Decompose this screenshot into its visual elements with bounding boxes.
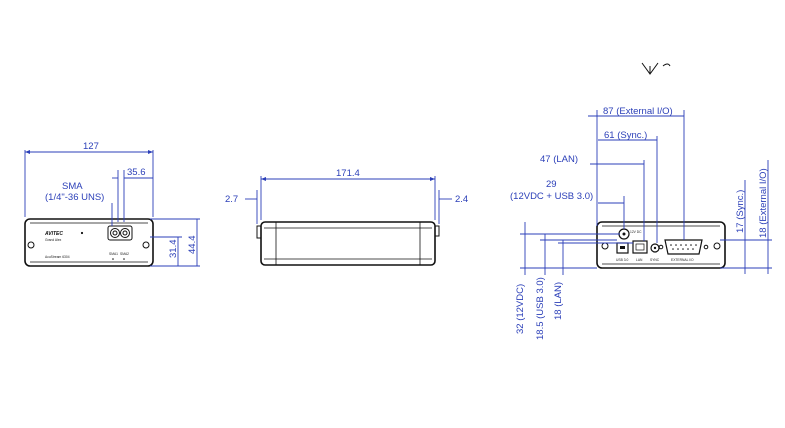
sma-callout: SMA (1/4"-36 UNS): [45, 181, 113, 226]
sma-connector-block: [107, 225, 133, 241]
side-foot-right: [434, 225, 440, 237]
total-height-value: 44.4: [187, 236, 198, 255]
sma-offset-value: 35.6: [127, 167, 146, 178]
external-io-connector: [664, 239, 703, 255]
rear-usb-height: 18.5 (USB 3.0): [535, 277, 546, 340]
front-brand-logo: AVITEC: [44, 231, 63, 237]
rear-chassis: [596, 221, 726, 269]
rear-external-io-value: 87 (External I/O): [603, 106, 673, 117]
front-height-dimensions: 31.4 44.4: [150, 218, 200, 267]
rear-right-dimensions: 17 (Sync.) 18 (External I/O): [720, 160, 772, 274]
sma-port-label-2: SMA2: [120, 252, 129, 256]
sma-port-label-1: SMA1: [109, 252, 118, 256]
inner-height-value: 31.4: [168, 240, 179, 259]
rear-power-usb-value: 29: [546, 179, 557, 190]
stray-symbol: [641, 62, 671, 75]
sma-offset-dimension: 35.6: [112, 167, 153, 222]
front-model-name: AcuStream 6304: [45, 255, 70, 259]
rear-view: 12V DC USB 3.0 LAN SYNC EXTERNAL I/O 87 …: [510, 106, 772, 340]
rear-sync-value: 61 (Sync.): [604, 130, 647, 141]
side-foot-left-value: 2.7: [225, 194, 238, 205]
rear-lan-dimension: 47 (LAN): [540, 154, 645, 241]
svg-text:(1/4"-36 UNS): (1/4"-36 UNS): [45, 192, 104, 203]
side-foot-right-value: 2.4: [455, 194, 468, 205]
power-port-label: 12V DC: [630, 230, 642, 234]
external-io-label: EXTERNAL I/O: [671, 258, 694, 262]
status-led: [80, 231, 84, 235]
side-length-dimension: 171.4: [260, 168, 436, 220]
screw-left: [27, 241, 35, 249]
side-length-value: 171.4: [336, 168, 360, 179]
screw-right: [142, 241, 150, 249]
svg-text:SMA: SMA: [62, 181, 83, 192]
rear-lan-value: 47 (LAN): [540, 154, 578, 165]
lan-port-label: LAN: [636, 258, 643, 262]
front-model-label: Grand Alex: [45, 238, 62, 242]
rear-12vdc-height: 32 (12VDC): [515, 284, 526, 334]
rear-screw-right: [713, 242, 721, 250]
front-width-dimension: 127: [24, 141, 154, 217]
sync-port-label: SYNC: [650, 258, 660, 262]
rear-power-usb-dimension: 29 (12VDC + USB 3.0): [510, 179, 625, 229]
side-foot-left: [256, 225, 262, 239]
side-foot-right-dimension: 2.4: [438, 190, 468, 224]
rear-screw-left: [601, 242, 609, 250]
lan-port: [632, 240, 648, 254]
sma-connector-1: [110, 228, 120, 238]
rear-external-io-dimension: 87 (External I/O): [588, 106, 685, 240]
external-io-pins: [670, 244, 697, 250]
rear-vertical-dimensions: 32 (12VDC) 18.5 (USB 3.0) 18 (LAN): [515, 222, 633, 340]
rear-power-usb-label: (12VDC + USB 3.0): [510, 191, 593, 202]
rear-external-height: 18 (External I/O): [758, 168, 769, 238]
front-view: AVITEC Grand Alex AcuStream 6304 SMA1 SM…: [24, 141, 200, 267]
front-chassis: [24, 218, 154, 267]
side-view: 171.4 2.7 2.4: [225, 168, 468, 266]
sma-connector-2: [120, 228, 130, 238]
front-width-value: 127: [83, 141, 99, 152]
side-body: [260, 221, 436, 266]
rear-sync-height: 17 (Sync.): [735, 190, 746, 233]
rear-sync-dimension: 61 (Sync.): [598, 130, 658, 243]
side-foot-left-dimension: 2.7: [225, 190, 258, 224]
rear-lan-height: 18 (LAN): [553, 282, 564, 320]
usb-port-label: USB 3.0: [616, 258, 628, 262]
